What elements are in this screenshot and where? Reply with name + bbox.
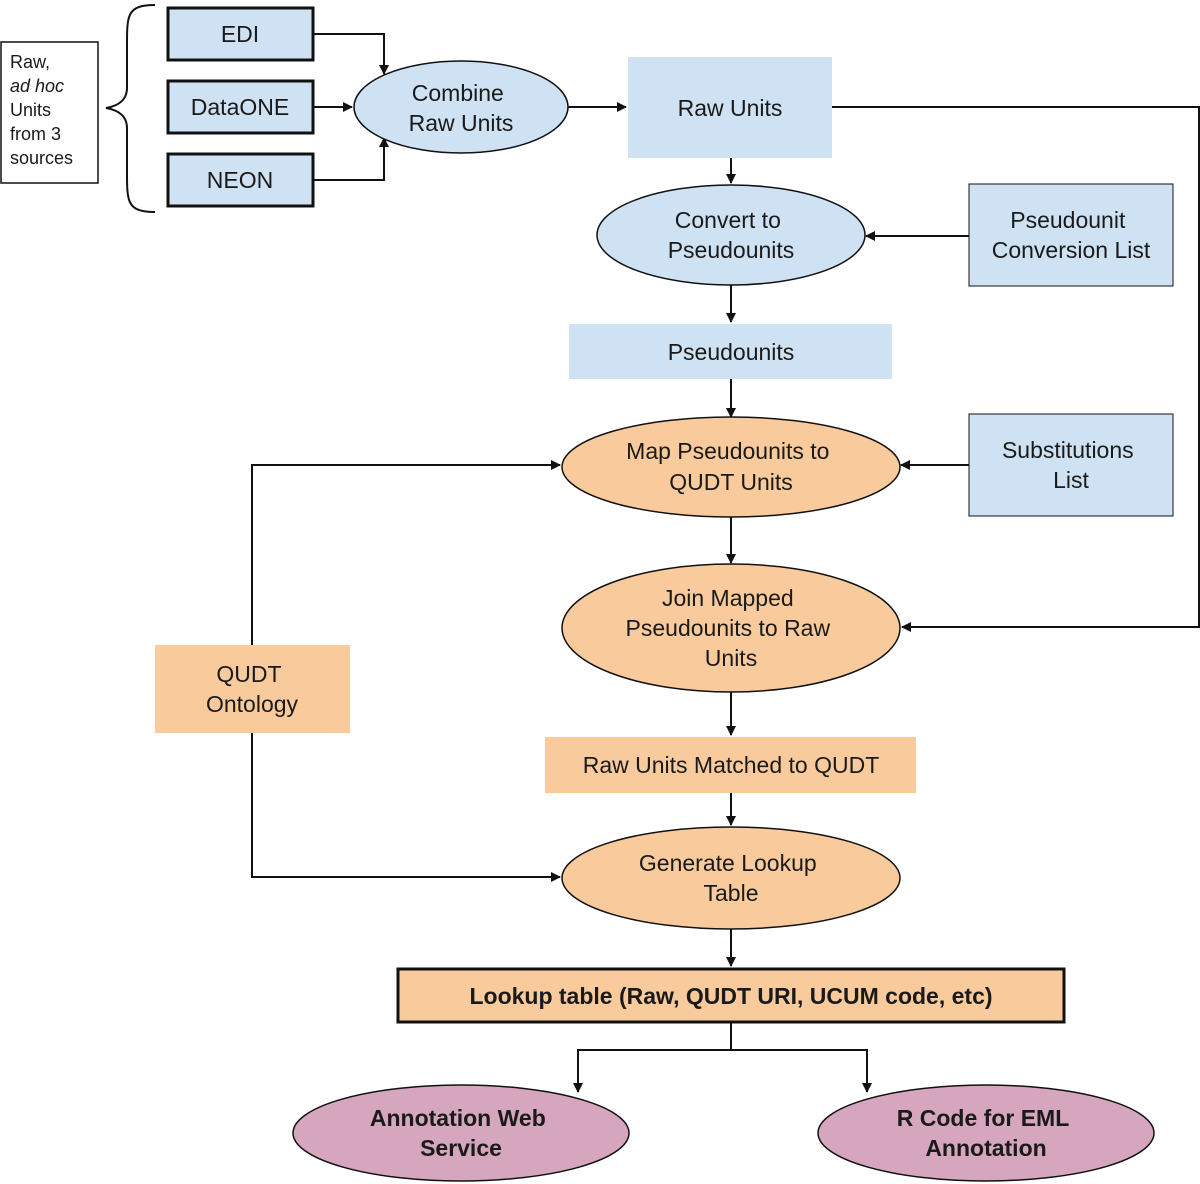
source-edi: EDI — [166, 6, 315, 62]
generate-line-1: Generate Lookup — [639, 850, 817, 876]
node-combine-raw-units: Combine Raw Units — [353, 60, 569, 154]
source-dataone: DataONE — [166, 79, 315, 135]
map-ellipse — [561, 416, 901, 518]
node-pseudounits: Pseudounits — [569, 324, 892, 379]
ontology-line-1: QUDT — [216, 661, 281, 687]
web-service-line-1: Annotation Web — [370, 1105, 546, 1131]
r-code-line-1: R Code for EML — [897, 1105, 1069, 1131]
node-raw-units-matched: Raw Units Matched to QUDT — [545, 737, 916, 793]
edge-ontology-map — [251, 460, 561, 645]
convert-line-1: Convert to — [675, 207, 781, 233]
web-service-ellipse — [292, 1084, 630, 1182]
node-join-mapped: Join Mapped Pseudounits to Raw Units — [561, 563, 901, 693]
combine-ellipse — [353, 60, 569, 154]
sources-note-line-1: Raw, — [10, 52, 50, 72]
convert-line-2: Pseudounits — [668, 237, 795, 263]
node-lookup-table: Lookup table (Raw, QUDT URI, UCUM code, … — [396, 967, 1066, 1024]
source-dataone-box — [166, 79, 315, 135]
edge-edi-combine — [313, 33, 389, 75]
map-line-1: Map Pseudounits to — [626, 438, 829, 464]
convert-label: Convert to Pseudounits — [668, 207, 795, 263]
matched-box — [545, 737, 916, 793]
join-line-2: Pseudounits to Raw — [626, 615, 831, 641]
join-line-1: Join Mapped — [662, 585, 794, 611]
source-neon-box — [166, 152, 315, 208]
join-line-3: Units — [705, 645, 757, 671]
raw-units-box — [628, 57, 832, 158]
node-map-pseudounits: Map Pseudounits to QUDT Units — [561, 416, 901, 518]
join-ellipse — [561, 563, 901, 693]
pseudo-list-label: Pseudounit Conversion List — [992, 207, 1151, 263]
sources-note-line-2: ad hoc — [10, 76, 64, 96]
web-service-line-2: Service — [420, 1135, 502, 1161]
sources-brace — [105, 4, 156, 213]
sources-note-line-4: from 3 — [10, 124, 61, 144]
ontology-label: QUDT Ontology — [206, 661, 299, 717]
source-neon-label: NEON — [207, 167, 273, 193]
node-raw-units: Raw Units — [628, 57, 832, 158]
matched-label: Raw Units Matched to QUDT — [583, 752, 880, 778]
map-label: Map Pseudounits to QUDT Units — [626, 438, 836, 495]
node-generate-lookup: Generate Lookup Table — [561, 826, 901, 930]
pseudo-list-box — [968, 183, 1174, 287]
combine-label: Combine Raw Units — [409, 80, 514, 136]
r-code-label: R Code for EML Annotation — [897, 1105, 1075, 1161]
combine-line-1: Combine — [412, 80, 504, 106]
source-edi-label: EDI — [221, 21, 259, 47]
edge-neon-combine — [313, 137, 389, 181]
sources-note-line-3: Units — [10, 100, 51, 120]
generate-ellipse — [561, 826, 901, 930]
sources-note-box — [0, 41, 99, 184]
convert-ellipse — [596, 184, 866, 286]
sources-note: Raw, ad hoc Units from 3 sources — [0, 41, 99, 184]
r-code-ellipse — [817, 1084, 1155, 1182]
combine-line-2: Raw Units — [409, 110, 514, 136]
subs-list-line-1: Substitutions — [1002, 437, 1134, 463]
lookup-label: Lookup table (Raw, QUDT URI, UCUM code, … — [469, 983, 992, 1009]
edge-lookup-webservice — [573, 1022, 732, 1093]
sources-note-line-5: sources — [10, 148, 73, 168]
source-neon: NEON — [166, 152, 315, 208]
subs-list-label: Substitutions List — [1002, 437, 1140, 493]
sources-note-text: Raw, ad hoc Units from 3 sources — [10, 52, 73, 168]
subs-list-box — [968, 413, 1174, 517]
raw-units-label: Raw Units — [678, 95, 783, 121]
source-dataone-label: DataONE — [191, 94, 289, 120]
ontology-line-2: Ontology — [206, 691, 299, 717]
r-code-line-2: Annotation — [925, 1135, 1046, 1161]
node-substitutions-list: Substitutions List — [968, 413, 1174, 517]
node-qudt-ontology: QUDT Ontology — [155, 645, 350, 733]
edges — [251, 33, 1200, 1093]
ontology-box — [155, 645, 350, 733]
node-convert-to-pseudounits: Convert to Pseudounits — [596, 184, 866, 286]
web-service-label: Annotation Web Service — [370, 1105, 552, 1161]
map-line-2: QUDT Units — [669, 469, 793, 495]
subs-list-line-2: List — [1053, 467, 1089, 493]
generate-line-2: Table — [704, 880, 759, 906]
node-annotation-web-service: Annotation Web Service — [292, 1084, 630, 1182]
pseudo-list-line-1: Pseudounit — [1010, 207, 1126, 233]
join-label: Join Mapped Pseudounits to Raw Units — [626, 585, 837, 671]
pseudounits-box — [569, 324, 892, 379]
generate-label: Generate Lookup Table — [639, 850, 823, 906]
lookup-box — [396, 967, 1066, 1024]
edge-ontology-generate — [251, 733, 561, 882]
pseudounits-label: Pseudounits — [668, 339, 795, 365]
source-edi-box — [166, 6, 315, 62]
edge-lookup-rcode — [731, 1049, 872, 1093]
node-pseudounit-conversion-list: Pseudounit Conversion List — [968, 183, 1174, 287]
node-r-code: R Code for EML Annotation — [817, 1084, 1155, 1182]
edge-rawunits-join — [832, 106, 1200, 632]
pseudo-list-line-2: Conversion List — [992, 237, 1151, 263]
